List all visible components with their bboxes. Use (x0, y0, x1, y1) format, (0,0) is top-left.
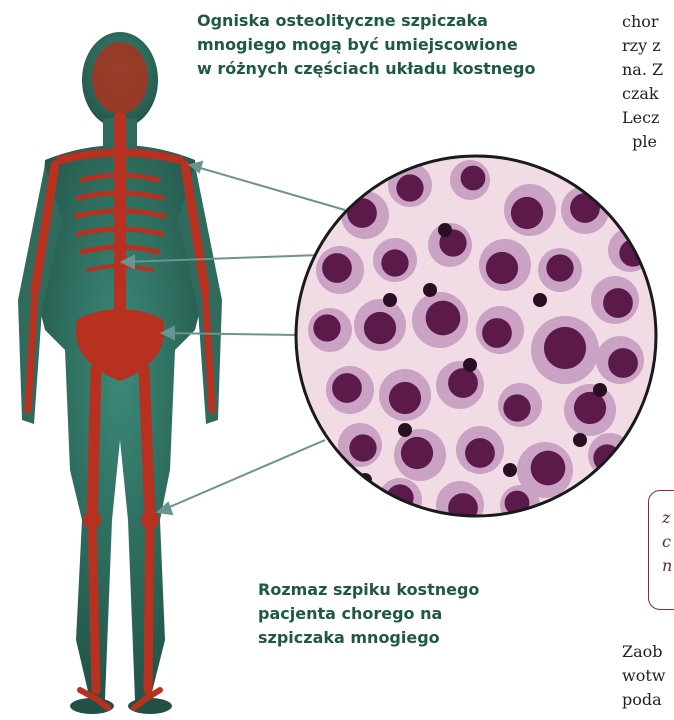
text-fragment: Lecz (622, 106, 674, 130)
cell-nucleus (349, 434, 376, 461)
text-fragment: chor (622, 10, 674, 34)
cell-nucleus (570, 193, 600, 223)
cell-nucleus (619, 239, 646, 266)
cell-nucleus (531, 451, 566, 486)
skeleton (28, 42, 212, 708)
cell-nucleus (461, 166, 486, 191)
arrow-shoulder (190, 165, 345, 210)
small-dark-cell (533, 293, 547, 307)
cell-nucleus (322, 253, 352, 283)
small-dark-cell (573, 433, 587, 447)
caption-line: pacjenta chorego na (258, 602, 479, 626)
cell-nucleus (332, 373, 362, 403)
cell-nucleus (465, 438, 495, 468)
text-fragment: n (662, 554, 674, 578)
cut-off-box-text: z c n (662, 506, 674, 578)
text-fragment: wotw (622, 664, 674, 688)
text-fragment: rzy z (622, 34, 674, 58)
marrow-smear-circle (296, 156, 656, 529)
cell-nucleus (364, 312, 396, 344)
text-fragment: Zaob (622, 640, 674, 664)
text-fragment: c (662, 530, 674, 554)
small-dark-cell (593, 383, 607, 397)
cell-nucleus (448, 493, 478, 523)
text-fragment: poda (622, 688, 674, 712)
cell-nucleus (503, 394, 530, 421)
small-dark-cell (383, 293, 397, 307)
cell-nucleus (347, 198, 377, 228)
small-dark-cell (503, 463, 517, 477)
caption-line: Ogniska osteolityczne szpiczaka (197, 9, 535, 33)
cell-nucleus (486, 252, 518, 284)
caption-smear: Rozmaz szpiku kostnego pacjenta chorego … (258, 578, 479, 650)
cell-nucleus (381, 249, 408, 276)
cut-off-body-text-bottom: Zaob wotw poda (622, 640, 674, 712)
cell-nucleus (511, 197, 543, 229)
caption-line: szpiczaka mnogiego (258, 626, 479, 650)
cut-off-body-text-top: chor rzy z na. Z czak Lecz ple (622, 10, 674, 154)
small-dark-cell (398, 423, 412, 437)
cell-nucleus (603, 288, 633, 318)
small-dark-cell (463, 358, 477, 372)
caption-line: mnogiego mogą być umiejscowione (197, 33, 535, 57)
text-fragment: na. Z (622, 58, 674, 82)
caption-line: w różnych częściach układu kostnego (197, 57, 535, 81)
cell-nucleus (608, 348, 638, 378)
cell-nucleus (396, 174, 423, 201)
cell-nucleus (448, 368, 478, 398)
cell-nucleus (401, 437, 433, 469)
cell-nucleus (389, 382, 421, 414)
cell-nucleus (544, 327, 586, 369)
cell-nucleus (482, 318, 512, 348)
arrow-knee (158, 440, 325, 512)
text-fragment: z (662, 506, 674, 530)
caption-line: Rozmaz szpiku kostnego (258, 578, 479, 602)
caption-lesions: Ogniska osteolityczne szpiczaka mnogiego… (197, 9, 535, 81)
cell-nucleus (546, 254, 573, 281)
small-dark-cell (438, 223, 452, 237)
cell-nucleus (426, 301, 461, 336)
small-dark-cell (423, 283, 437, 297)
text-fragment: ple (622, 130, 674, 154)
cell-nucleus (313, 314, 340, 341)
text-fragment: czak (622, 82, 674, 106)
